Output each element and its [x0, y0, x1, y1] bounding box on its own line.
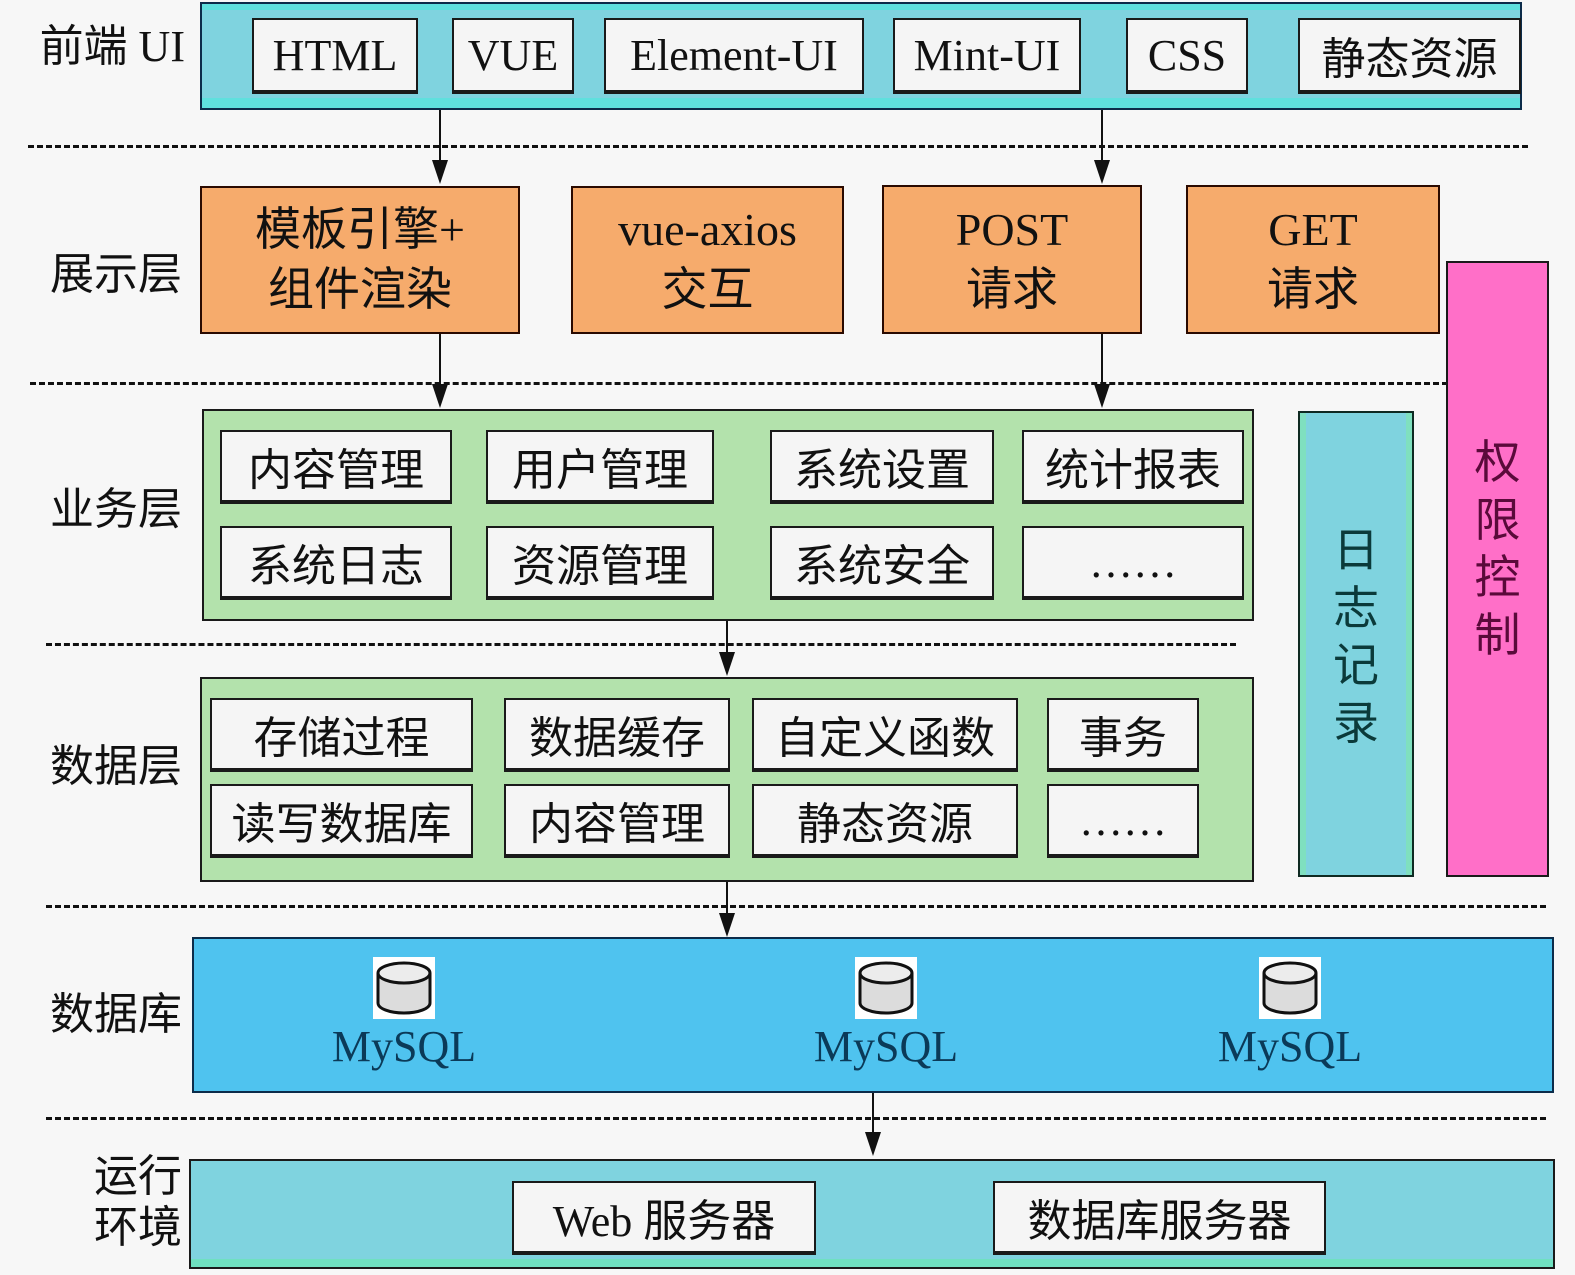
access-control-panel: 权 限 控 制	[1446, 261, 1549, 877]
arrow-line	[439, 110, 441, 162]
database-cylinder-icon	[855, 957, 917, 1019]
layer-label-database: 数据库	[50, 990, 182, 1039]
presentation-item-line2: 请求	[966, 263, 1058, 315]
presentation-item-line1: vue-axios	[618, 204, 797, 256]
arrow-head	[1094, 160, 1110, 184]
access-control-char: 制	[1474, 609, 1521, 661]
frontend-item: 静态资源	[1298, 18, 1521, 94]
layer-separator	[30, 382, 1448, 385]
access-control-char: 控	[1474, 552, 1521, 603]
presentation-item-line2: 交互	[661, 264, 754, 315]
presentation-item: 模板引擎+ 组件渲染	[200, 186, 520, 334]
presentation-item: vue-axios 交互	[571, 186, 844, 334]
frontend-item: CSS	[1126, 18, 1248, 94]
data-item: 自定义函数	[752, 698, 1018, 772]
data-item: 内容管理	[504, 784, 730, 858]
business-item: 统计报表	[1022, 430, 1244, 504]
business-item: 资源管理	[486, 526, 714, 600]
arrow-line	[1101, 334, 1103, 386]
business-item: 内容管理	[220, 430, 452, 504]
data-item: 读写数据库	[210, 784, 473, 858]
database-label: MySQL	[813, 1022, 959, 1071]
frontend-item: VUE	[452, 18, 574, 94]
layer-label-data: 数据层	[50, 742, 182, 791]
database-label: MySQL	[1217, 1022, 1363, 1071]
logging-char: 志	[1333, 582, 1379, 634]
presentation-item-line2: 请求	[1267, 263, 1359, 315]
logging-char: 记	[1333, 640, 1379, 691]
data-item: 数据缓存	[504, 698, 730, 772]
arrow-line	[439, 334, 441, 386]
business-item: 系统安全	[770, 526, 994, 600]
logging-char: 日	[1333, 525, 1379, 576]
arrow-line	[726, 882, 728, 916]
data-item: 静态资源	[752, 784, 1018, 858]
arrow-line	[1101, 110, 1103, 162]
frontend-item: Mint-UI	[893, 18, 1081, 94]
database-item: MySQL	[1200, 957, 1380, 1072]
arrow-head	[865, 1132, 881, 1156]
data-item: 事务	[1047, 698, 1199, 772]
presentation-item-line1: GET	[1268, 203, 1358, 255]
business-item: 系统日志	[220, 526, 452, 600]
layer-label-frontend: 前端 UI	[39, 22, 185, 71]
database-label: MySQL	[331, 1022, 477, 1071]
layer-separator	[46, 1117, 1546, 1120]
arrow-line	[726, 621, 728, 655]
access-control-char: 限	[1474, 494, 1521, 546]
runtime-label-line2: 环境	[94, 1202, 182, 1252]
business-item: 用户管理	[486, 430, 714, 504]
layer-label-runtime: 运行 环境	[10, 1152, 182, 1253]
runtime-item: 数据库服务器	[993, 1181, 1326, 1255]
arrow-line	[872, 1093, 874, 1133]
presentation-item: POST 请求	[882, 185, 1142, 334]
layer-label-business: 业务层	[50, 485, 182, 534]
logging-panel: 日 志 记 录	[1298, 411, 1414, 877]
presentation-item-line2: 组件渲染	[268, 264, 452, 315]
frontend-item: HTML	[252, 18, 418, 94]
arrow-head	[432, 160, 448, 184]
business-item: ……	[1022, 526, 1244, 600]
data-item: 存储过程	[210, 698, 473, 772]
presentation-item-line1: POST	[955, 203, 1069, 255]
access-control-char: 权	[1474, 437, 1521, 488]
layer-separator	[28, 145, 1528, 148]
logging-char: 录	[1333, 697, 1379, 749]
database-item: MySQL	[796, 957, 976, 1072]
arrow-head	[432, 384, 448, 408]
layer-label-presentation: 展示层	[50, 250, 182, 299]
arrow-head	[1094, 384, 1110, 408]
database-cylinder-icon	[373, 957, 435, 1019]
presentation-item-line1: 模板引擎+	[255, 204, 465, 256]
presentation-item: GET 请求	[1186, 185, 1440, 334]
runtime-label-line1: 运行	[94, 1152, 182, 1201]
database-item: MySQL	[314, 957, 494, 1072]
layer-separator	[46, 643, 1236, 646]
runtime-layer	[189, 1159, 1555, 1269]
database-cylinder-icon	[1259, 957, 1321, 1019]
frontend-item: Element-UI	[604, 18, 864, 94]
layer-separator	[46, 905, 1546, 908]
arrow-head	[719, 652, 735, 676]
business-item: 系统设置	[770, 430, 994, 504]
data-item: ……	[1047, 784, 1199, 858]
arrow-head	[719, 913, 735, 937]
runtime-item: Web 服务器	[512, 1181, 816, 1255]
